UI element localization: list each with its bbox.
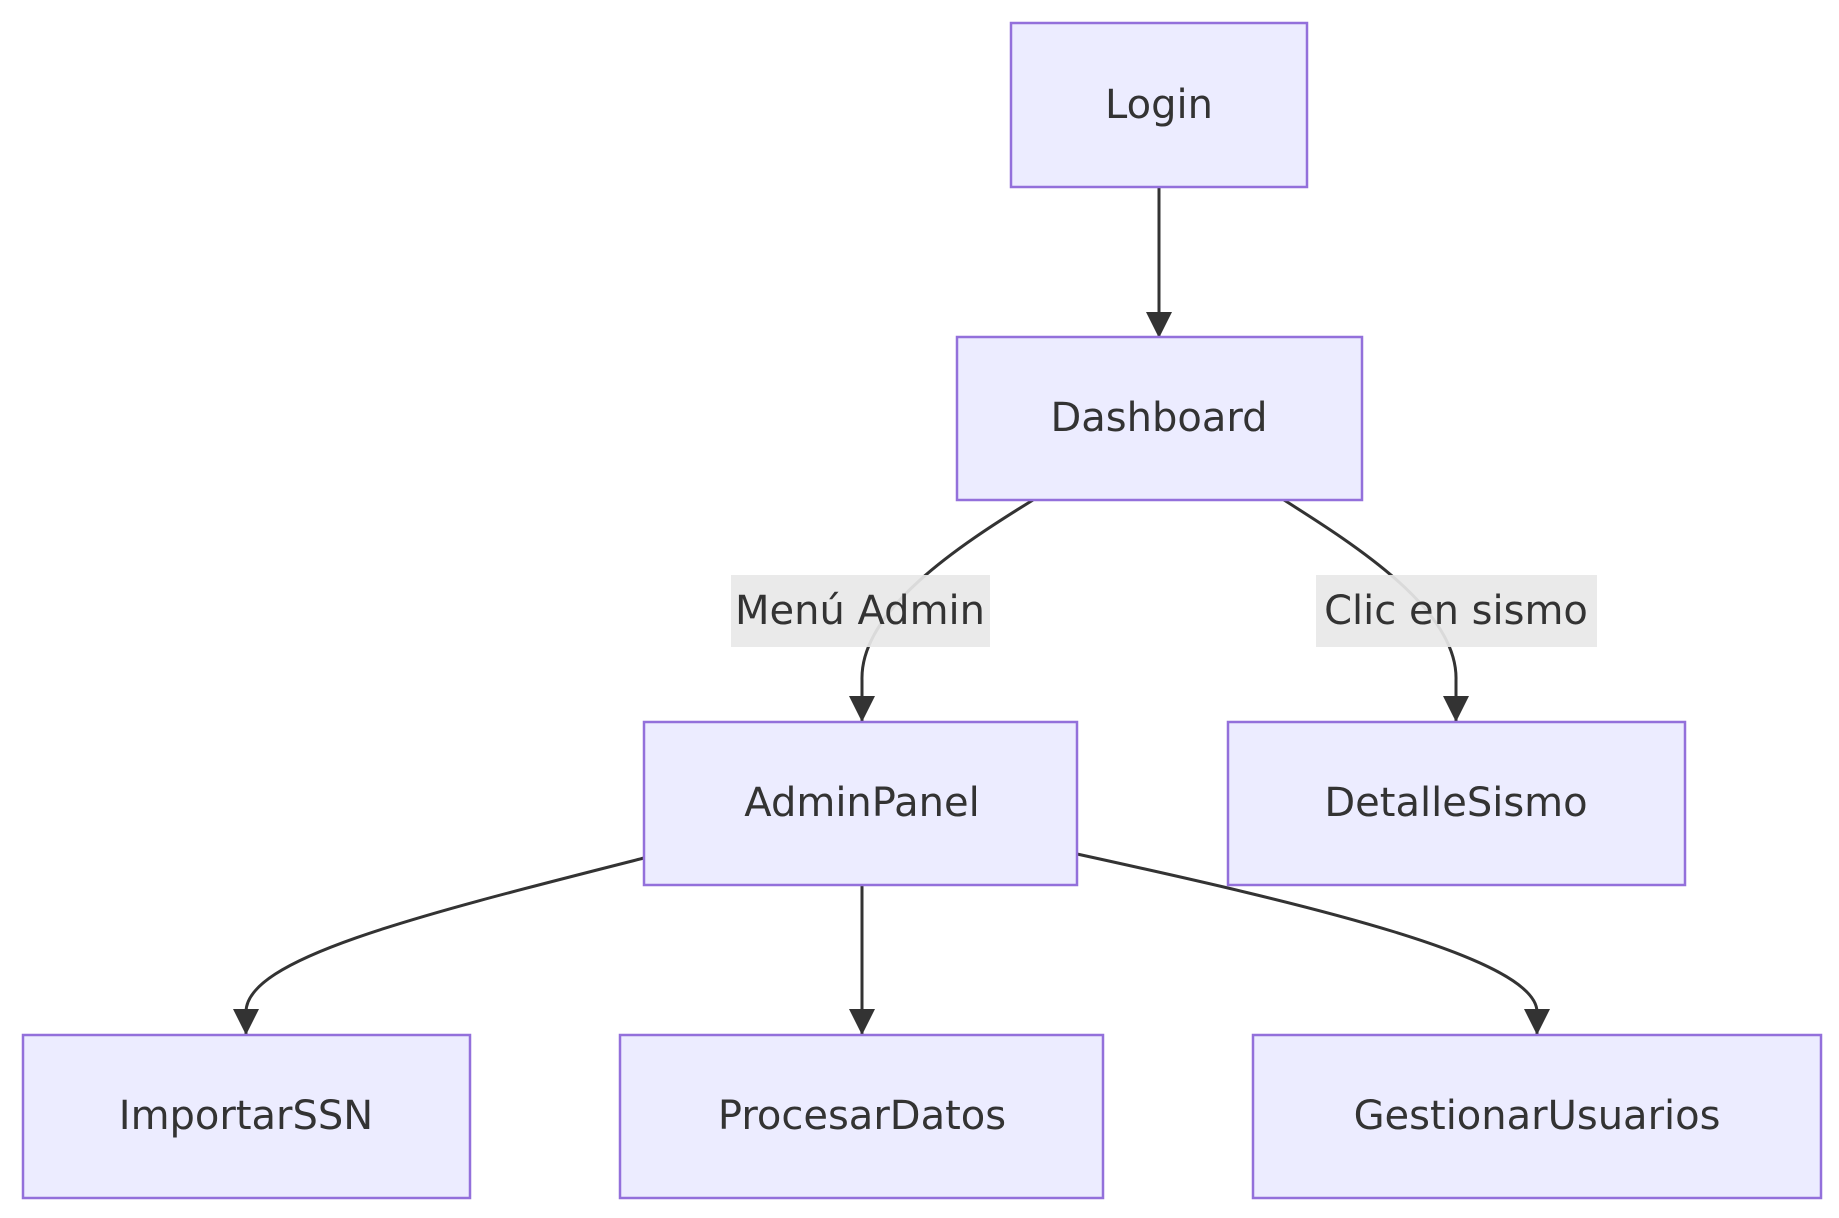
node-dashboard[interactable]: Dashboard xyxy=(955,335,1364,502)
edge-label-text: Clic en sismo xyxy=(1324,588,1588,634)
edge-adminpanel-importarssn xyxy=(233,856,645,1035)
node-box xyxy=(618,1033,1105,1200)
node-label: Login xyxy=(1105,82,1213,128)
node-detallesismo[interactable]: DetalleSismo xyxy=(1226,720,1687,887)
node-box xyxy=(1009,21,1309,189)
edge-label-clic-en-sismo: Clic en sismo xyxy=(1316,575,1597,647)
node-gestionarusuarios[interactable]: GestionarUsuarios xyxy=(1251,1033,1823,1200)
node-box xyxy=(21,1033,472,1200)
edge-label-menu-admin: Menú Admin xyxy=(731,575,990,647)
edge-adminpanel-gestionarusuarios xyxy=(1076,852,1550,1035)
node-label: GestionarUsuarios xyxy=(1354,1093,1721,1139)
edge-label-background xyxy=(1316,575,1597,647)
node-adminpanel[interactable]: AdminPanel xyxy=(642,720,1079,887)
node-box xyxy=(642,720,1079,887)
edge-label-background xyxy=(731,575,990,647)
node-label: DetalleSismo xyxy=(1324,780,1587,826)
node-box xyxy=(955,335,1364,502)
edge-label-text: Menú Admin xyxy=(735,588,985,634)
node-label: AdminPanel xyxy=(744,780,979,826)
node-procesardatos[interactable]: ProcesarDatos xyxy=(618,1033,1105,1200)
node-box xyxy=(1251,1033,1823,1200)
node-importarssn[interactable]: ImportarSSN xyxy=(21,1033,472,1200)
node-label: ProcesarDatos xyxy=(718,1093,1006,1139)
node-box xyxy=(1226,720,1687,887)
node-login[interactable]: Login xyxy=(1009,21,1309,189)
node-label: ImportarSSN xyxy=(119,1093,373,1139)
node-label: Dashboard xyxy=(1050,395,1267,441)
